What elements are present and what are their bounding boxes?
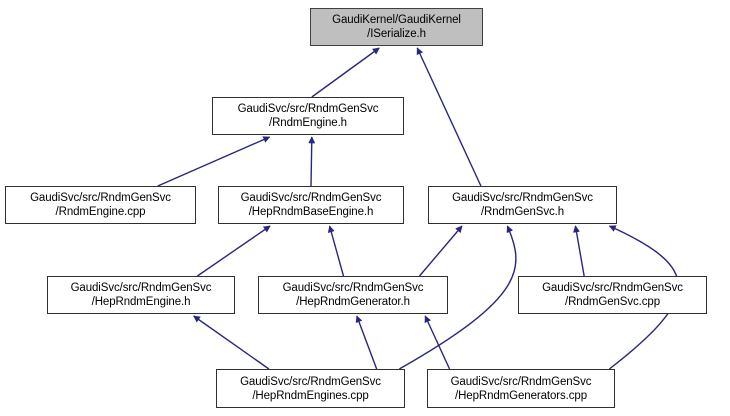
node-label-line2: /HepRndmGenerators.cpp	[454, 389, 588, 402]
node-label-line1: GaudiSvc/src/RndmGenSvc	[450, 375, 592, 388]
node-label-line2: /ISerialize.h	[367, 28, 426, 40]
edge-heprndmgenerators_cpp-to-heprndmgenerator_h	[424, 315, 451, 370]
node-label-line1: GaudiSvc/src/RndmGenSvc	[452, 192, 593, 204]
edge-heprndmengines_cpp-to-rndmgensvc_h	[398, 225, 517, 370]
node-label-line2: /RndmEngine.h	[269, 117, 347, 129]
node-heprndmengine-h[interactable]: GaudiSvc/src/RndmGenSvc /HepRndmEngine.h	[47, 276, 235, 314]
node-heprndmbaseengine-h[interactable]: GaudiSvc/src/RndmGenSvc /HepRndmBaseEngi…	[218, 186, 404, 224]
node-label-line1: GaudiSvc/src/RndmGenSvc	[70, 282, 212, 294]
edge-rndmengine_h-to-iserialize	[311, 47, 380, 98]
node-label-line1: GaudiKernel/GaudiKernel	[332, 14, 461, 26]
edge-rndmengine_cpp-to-rndmengine_h	[157, 136, 271, 187]
node-rndmengine-cpp[interactable]: GaudiSvc/src/RndmGenSvc /RndmEngine.cpp	[5, 186, 196, 224]
node-label-line2: /RndmGenSvc.h	[480, 206, 565, 218]
node-label-line2: /RndmEngine.cpp	[55, 206, 146, 218]
edge-rndmgensvc_cpp-to-rndmgensvc_h	[573, 225, 585, 277]
node-label-line1: GaudiSvc/src/RndmGenSvc	[30, 192, 171, 204]
node-label-line2: /RndmGenSvc.cpp	[564, 296, 660, 308]
node-rndmgensvc-h[interactable]: GaudiSvc/src/RndmGenSvc /RndmGenSvc.h	[428, 186, 617, 224]
node-label-line2: /HepRndmEngine.h	[91, 296, 191, 308]
node-label-line1: GaudiSvc/src/RndmGenSvc	[237, 103, 379, 115]
node-label-line2: /HepRndmEngines.cpp	[252, 389, 369, 402]
node-label-line1: GaudiSvc/src/RndmGenSvc	[240, 375, 381, 388]
edge-heprndmgenerator_h-to-rndmgensvc_h	[418, 225, 463, 277]
node-heprndmgenerator-h[interactable]: GaudiSvc/src/RndmGenSvc /HepRndmGenerato…	[258, 276, 448, 314]
node-heprndmgenerators-cpp[interactable]: GaudiSvc/src/RndmGenSvc /HepRndmGenerato…	[427, 369, 615, 408]
edge-heprndmgenerator_h-to-heprndmbaseengine_h	[327, 225, 345, 277]
node-rndmgensvc-cpp[interactable]: GaudiSvc/src/RndmGenSvc /RndmGenSvc.cpp	[518, 276, 707, 314]
node-iserialize-h[interactable]: GaudiKernel/GaudiKernel /ISerialize.h	[310, 8, 483, 46]
edge-heprndmengines_cpp-to-heprndmgenerator_h	[355, 315, 378, 370]
edge-heprndmbaseengine_h-to-rndmengine_h	[308, 136, 316, 187]
edge-rndmgensvc_h-to-iserialize	[416, 47, 482, 187]
node-label-line1: GaudiSvc/src/RndmGenSvc	[282, 282, 424, 294]
node-heprndmengines-cpp[interactable]: GaudiSvc/src/RndmGenSvc /HepRndmEngines.…	[216, 369, 405, 408]
node-rndmengine-h[interactable]: GaudiSvc/src/RndmGenSvc /RndmEngine.h	[212, 97, 404, 135]
node-label-line2: /HepRndmGenerator.h	[296, 296, 410, 308]
node-label-line2: /HepRndmBaseEngine.h	[248, 206, 374, 218]
edge-heprndmengines_cpp-to-heprndmengine_h	[193, 315, 270, 370]
edge-heprndmengine_h-to-heprndmbaseengine_h	[197, 225, 271, 277]
node-label-line1: GaudiSvc/src/RndmGenSvc	[240, 192, 382, 204]
node-label-line1: GaudiSvc/src/RndmGenSvc	[542, 282, 683, 294]
